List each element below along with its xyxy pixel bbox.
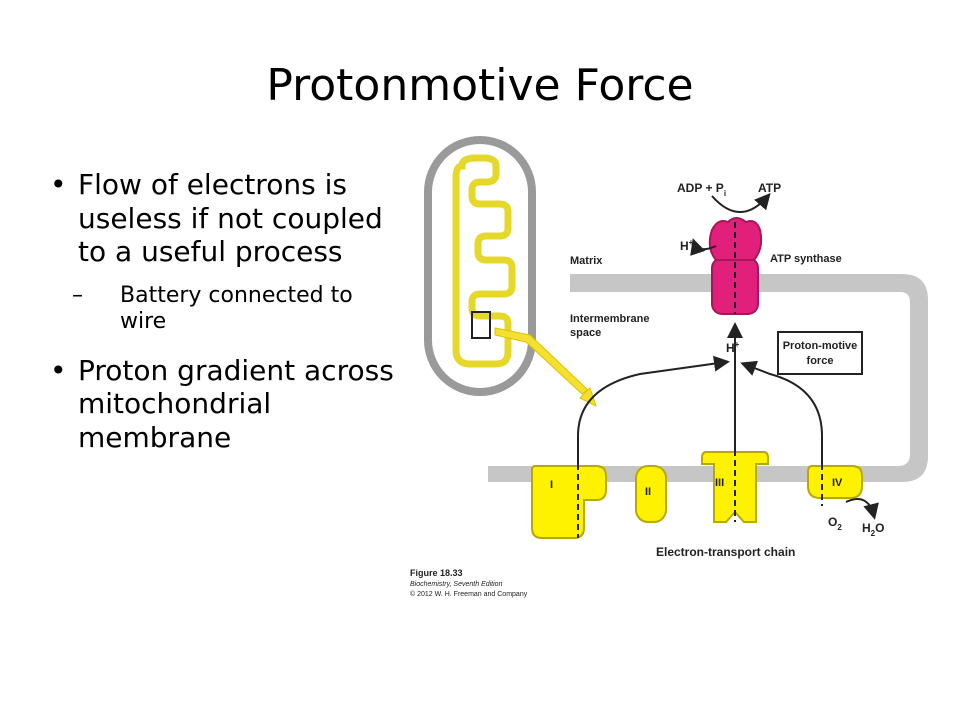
o2-h2o-arrow — [845, 498, 879, 520]
complex-i — [531, 464, 607, 539]
atp-synthesis-arrow — [711, 192, 771, 213]
bullet-proton-gradient: Proton gradient across mitochondrial mem… — [50, 354, 400, 455]
label-atp-synthase: ATP synthase — [770, 253, 842, 265]
proton-flow-right — [740, 360, 823, 476]
label-o2: O2 — [828, 515, 842, 532]
proton-matrix-arrow — [690, 238, 717, 256]
proton-flow-left — [577, 355, 730, 476]
bullet-electron-flow: Flow of electrons is useless if not coup… — [50, 168, 400, 269]
label-etc: Electron-transport chain — [656, 545, 795, 559]
label-h-plus-matrix: H+ — [680, 238, 694, 253]
label-space: space — [570, 327, 601, 339]
label-atp: ATP — [758, 181, 781, 195]
label-intermembrane: Intermembrane — [570, 313, 649, 325]
slide-title: Protonmotive Force — [266, 60, 694, 111]
mitochondrion-figure: ADP + Pi ATP H+ Matrix ATP synthase Inte… — [400, 130, 950, 615]
complex-ii — [635, 465, 667, 523]
figure-svg: ADP + Pi ATP H+ Matrix ATP synthase Inte… — [410, 136, 928, 598]
atp-synthase — [708, 217, 763, 315]
bullet-list: Flow of electrons is useless if not coup… — [50, 168, 400, 468]
figure-caption-copyright: © 2012 W. H. Freeman and Company — [410, 590, 528, 598]
complex-iv — [807, 464, 863, 506]
label-h-plus-ims: H+ — [726, 340, 740, 355]
label-complex-i: I — [550, 479, 553, 491]
label-complex-iii: III — [715, 477, 724, 489]
label-complex-ii: II — [645, 486, 651, 498]
figure-caption-number: Figure 18.33 — [410, 568, 463, 578]
complex-iii — [701, 450, 769, 523]
label-complex-iv: IV — [832, 477, 843, 489]
figure-caption-source: Biochemistry, Seventh Edition — [410, 581, 503, 588]
label-pmf-line2: force — [807, 355, 834, 367]
pmf-box — [777, 331, 863, 375]
inner-membrane — [488, 274, 928, 482]
sub-bullet-battery: Battery connected to wire — [72, 283, 400, 336]
label-matrix: Matrix — [570, 255, 603, 267]
label-adp: ADP + Pi — [677, 181, 726, 198]
label-pmf-line1: Proton-motive — [783, 340, 858, 352]
label-h2o: H2O — [862, 521, 884, 538]
mitochondrion-outline — [424, 136, 536, 396]
